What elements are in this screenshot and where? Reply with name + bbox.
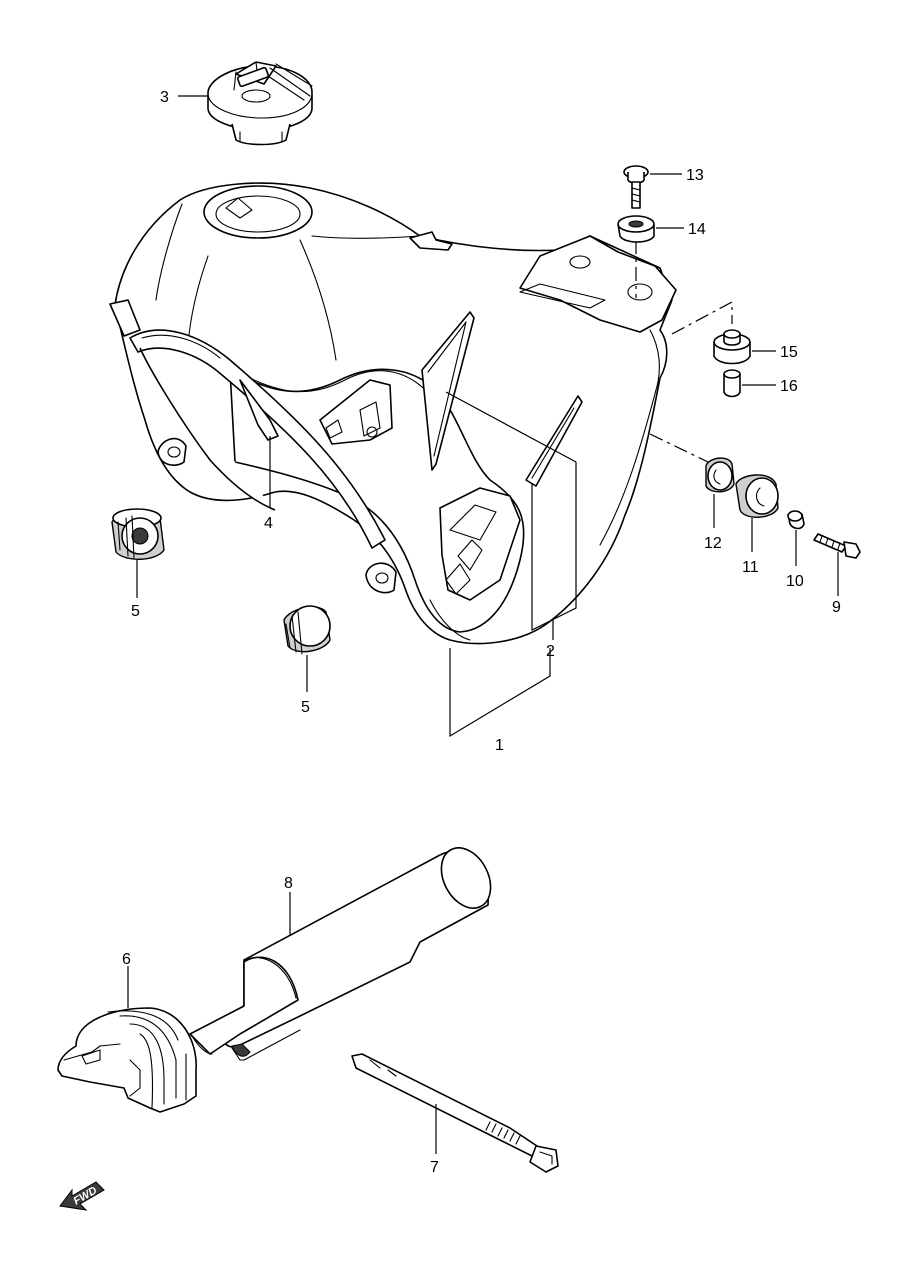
callout-6: 6: [122, 951, 131, 968]
callout-12: 12: [704, 535, 722, 552]
callout-14: 14: [688, 221, 706, 238]
forward-arrow-icon: [59, 1181, 105, 1211]
callout-2: 2: [546, 643, 555, 660]
cushion-part-5a: [111, 508, 165, 560]
callout-4: 4: [264, 515, 273, 532]
callout-1: 1: [495, 737, 504, 754]
collar-part-16: [723, 369, 741, 398]
callout-10: 10: [786, 573, 804, 590]
callout-5a: 5: [131, 603, 140, 620]
callout-5b: 5: [301, 699, 310, 716]
bolt-part-9: [813, 533, 861, 559]
callout-13: 13: [686, 167, 704, 184]
callout-8: 8: [284, 875, 293, 892]
fuel-tank-part-1: [109, 182, 677, 645]
clamp-part-6: [57, 1007, 197, 1113]
callout-3: 3: [160, 89, 169, 106]
cushion-part-11: [735, 474, 779, 518]
hose-part-4: [129, 329, 386, 549]
callout-16: 16: [780, 378, 798, 395]
leader-2: [445, 391, 577, 631]
protector-part-8: [189, 847, 492, 1061]
callout-11: 11: [742, 559, 759, 576]
cushion-part-12: [705, 457, 735, 493]
fwd-label: FWD: [71, 1185, 99, 1208]
leader-1: [449, 648, 551, 738]
callout-7: 7: [430, 1159, 439, 1176]
bolt-part-13: [623, 165, 649, 209]
cushion-part-15: [713, 329, 751, 365]
cushion-part-5b: [283, 605, 331, 655]
callout-9: 9: [832, 599, 841, 616]
cable-tie-part-7: [351, 1053, 559, 1173]
grommet-part-14: [617, 215, 655, 243]
fuel-cap-part-3: [207, 61, 313, 146]
fwd-badge: FWD: [59, 1181, 105, 1211]
callout-15: 15: [780, 344, 798, 361]
collar-part-10: [787, 510, 805, 530]
